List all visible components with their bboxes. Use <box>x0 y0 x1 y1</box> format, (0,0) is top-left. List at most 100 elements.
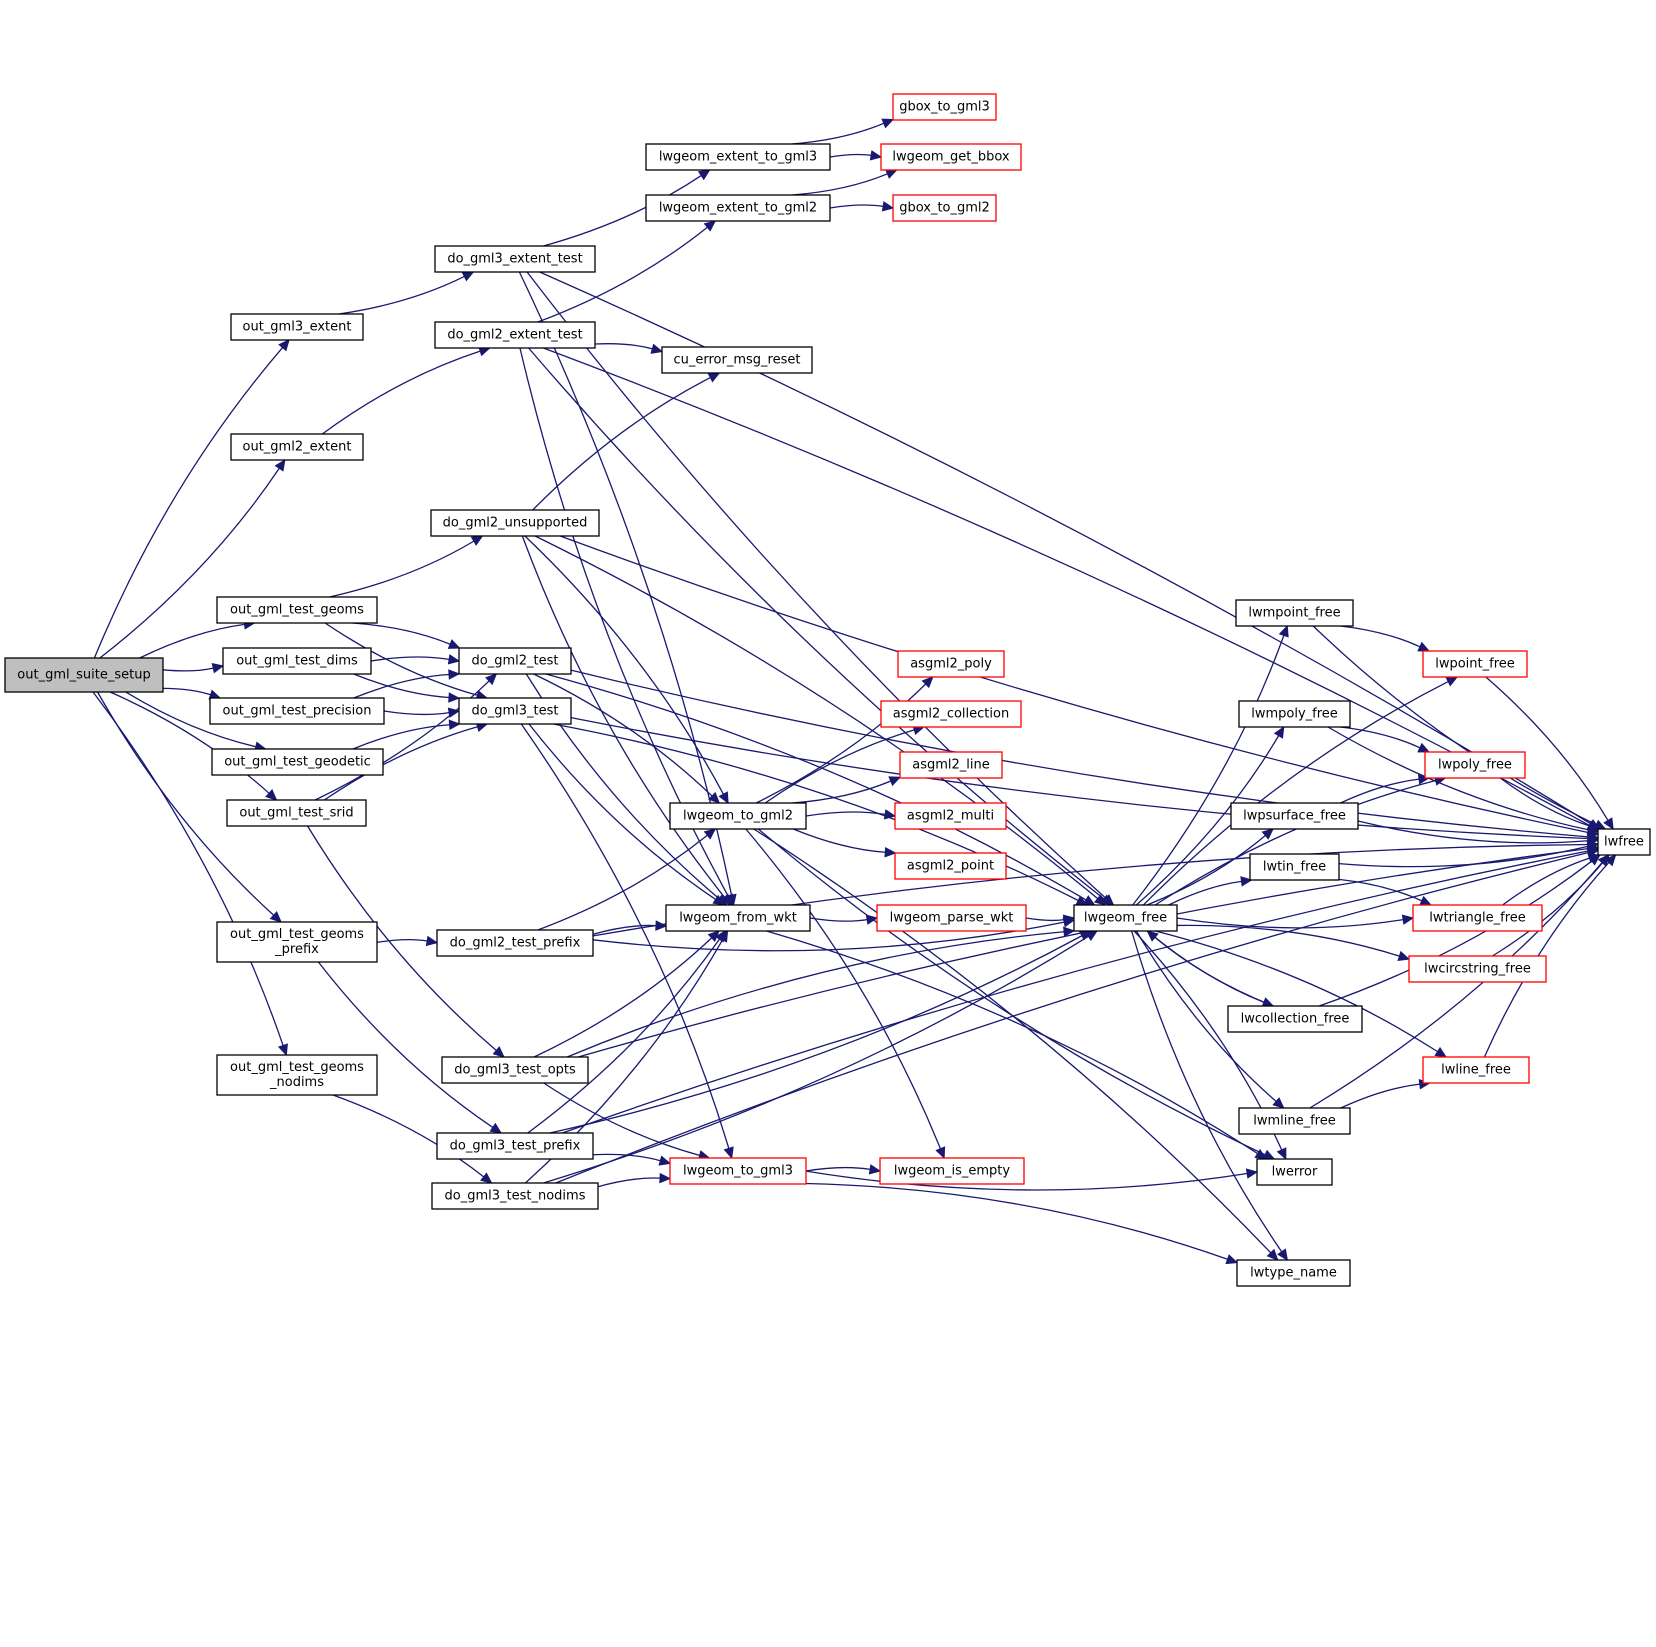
edge-do_gml3_test-to-lwgeom_to_gml3 <box>520 723 730 1149</box>
node-lwgeom-from-wkt[interactable]: lwgeom_from_wkt <box>665 904 811 932</box>
node-box <box>458 647 572 675</box>
node-lwgeom-get-bbox[interactable]: lwgeom_get_bbox <box>880 143 1022 171</box>
edge-lwcollection_free-to-lwfree <box>1318 860 1593 1007</box>
node-asgml2-poly[interactable]: asgml2_poly <box>897 650 1005 678</box>
node-asgml2-line[interactable]: asgml2_line <box>899 751 1003 779</box>
edge-do_gml2_unsupported-to-lwfree <box>559 535 1589 834</box>
edge-lwpsurface_free-to-lwfree <box>1357 820 1589 844</box>
node-lwtype-name[interactable]: lwtype_name <box>1236 1259 1351 1287</box>
edge-do_gml2_test_prefix-to-lwgeom_free <box>592 921 1065 952</box>
node-label: lwline_free <box>1441 1063 1511 1078</box>
node-do-gml3-test-nodims[interactable]: do_gml3_test_nodims <box>431 1182 599 1210</box>
edge-out_gml2_extent-to-do_gml2_extent_test <box>321 350 481 435</box>
node-do-gml3-test-prefix[interactable]: do_gml3_test_prefix <box>436 1132 594 1160</box>
arrowhead-icon <box>1604 854 1617 867</box>
node-box <box>209 697 385 725</box>
node-box <box>436 929 594 957</box>
edge-lwgeom_extent_to_gml2-to-lwgeom_get_bbox <box>792 173 888 196</box>
node-lwmline-free[interactable]: lwmline_free <box>1238 1107 1351 1135</box>
node-lwgeom-parse-wkt[interactable]: lwgeom_parse_wkt <box>876 904 1027 932</box>
node-box <box>876 904 1027 932</box>
node-do-gml2-unsupported[interactable]: do_gml2_unsupported <box>430 509 600 537</box>
node-out-gml2-extent[interactable]: out_gml2_extent <box>230 433 364 461</box>
arrowhead-icon <box>1587 853 1601 864</box>
node-lwgeom-to-gml3[interactable]: lwgeom_to_gml3 <box>669 1157 807 1185</box>
edge-lwgeom_to_gml2-to-asgml2_collection <box>764 729 915 804</box>
node-out-gml-test-geoms[interactable]: out_gml_test_geoms <box>216 596 378 624</box>
edge-out_gml_suite_setup-to-out_gml_test_geoms_nodims <box>92 691 284 1046</box>
edge-do_gml3_test-to-lwgeom_from_wkt <box>528 723 717 900</box>
node-out-gml-test-precision[interactable]: out_gml_test_precision <box>209 697 385 725</box>
node-asgml2-collection[interactable]: asgml2_collection <box>880 700 1022 728</box>
node-lwgeom-extent-to-gml2[interactable]: lwgeom_extent_to_gml2 <box>645 194 831 222</box>
edge-lwgeom_extent_to_gml3-to-gbox_to_gml3 <box>791 122 885 145</box>
node-lwpoly-free[interactable]: lwpoly_free <box>1424 751 1526 779</box>
edge-out_gml_test_geoms-to-do_gml2_test <box>352 622 451 645</box>
arrowhead-icon <box>869 150 883 161</box>
node-lwmpoint-free[interactable]: lwmpoint_free <box>1235 599 1354 627</box>
node-box <box>879 1157 1025 1185</box>
node-lwline-free[interactable]: lwline_free <box>1422 1056 1530 1084</box>
node-label: out_gml_test_geodetic <box>224 755 371 770</box>
node-lwcircstring-free[interactable]: lwcircstring_free <box>1408 955 1547 983</box>
node-do-gml3-extent-test[interactable]: do_gml3_extent_test <box>434 245 596 273</box>
node-lwtin-free[interactable]: lwtin_free <box>1249 853 1340 881</box>
edge-do_gml3_test-to-lwfree <box>570 716 1589 840</box>
node-out-gml-test-geoms-nodims[interactable]: out_gml_test_geoms_nodims <box>216 1054 378 1096</box>
node-label: do_gml3_test_opts <box>454 1063 576 1078</box>
arrowhead-icon <box>881 201 895 212</box>
node-out-gml-test-dims[interactable]: out_gml_test_dims <box>222 647 372 675</box>
node-lwgeom-extent-to-gml3[interactable]: lwgeom_extent_to_gml3 <box>645 143 831 171</box>
node-lwgeom-free[interactable]: lwgeom_free <box>1073 904 1178 932</box>
node-do-gml3-test[interactable]: do_gml3_test <box>458 697 572 725</box>
arrowhead-icon <box>708 791 721 804</box>
arrowhead-icon <box>1417 742 1431 753</box>
node-lwgeom-to-gml2[interactable]: lwgeom_to_gml2 <box>669 802 807 830</box>
edge-out_gml_test_geoms-to-do_gml3_test <box>324 622 478 696</box>
node-gbox-to-gml3[interactable]: gbox_to_gml3 <box>892 93 997 121</box>
node-out-gml-test-geoms-prefix[interactable]: out_gml_test_geoms_prefix <box>216 921 378 963</box>
node-box <box>434 321 596 349</box>
node-label: lwtype_name <box>1250 1266 1337 1281</box>
edge-do_gml2_test-to-lwgeom_free <box>545 673 1087 901</box>
node-cu-error-msg-reset[interactable]: cu_error_msg_reset <box>661 346 813 374</box>
node-box <box>669 802 807 830</box>
node-box <box>1073 904 1178 932</box>
node-do-gml3-test-opts[interactable]: do_gml3_test_opts <box>441 1056 589 1084</box>
edge-out_gml_test_dims-to-do_gml2_test <box>370 656 450 662</box>
node-gbox-to-gml2[interactable]: gbox_to_gml2 <box>892 194 997 222</box>
node-out-gml-test-srid[interactable]: out_gml_test_srid <box>226 799 367 827</box>
node-box <box>1236 1259 1351 1287</box>
node-do-gml2-test[interactable]: do_gml2_test <box>458 647 572 675</box>
node-lwerror[interactable]: lwerror <box>1256 1158 1333 1186</box>
edge-lwgeom_free-to-lwtype_name <box>1131 930 1283 1253</box>
edge-lwpoly_free-to-lwfree <box>1499 777 1590 827</box>
edge-lwgeom_free-to-lwpsurface_free <box>1146 834 1266 906</box>
node-out-gml3-extent[interactable]: out_gml3_extent <box>230 313 364 341</box>
node-label: do_gml3_test <box>472 704 559 719</box>
node-out-gml-suite-setup[interactable]: out_gml_suite_setup <box>4 657 164 693</box>
node-lwpsurface-free[interactable]: lwpsurface_free <box>1230 802 1359 830</box>
node-box <box>892 194 997 222</box>
node-box <box>1238 700 1351 728</box>
node-box <box>665 904 811 932</box>
edge-out_gml_test_precision-to-do_gml3_test <box>383 710 450 716</box>
node-lwfree[interactable]: lwfree <box>1597 828 1651 856</box>
arrowhead-icon <box>1240 876 1253 887</box>
node-label: lwmline_free <box>1253 1114 1336 1129</box>
node-lwtriangle-free[interactable]: lwtriangle_free <box>1412 904 1543 932</box>
node-asgml2-point[interactable]: asgml2_point <box>894 852 1007 880</box>
node-lwgeom-is-empty[interactable]: lwgeom_is_empty <box>879 1157 1025 1185</box>
node-lwpoint-free[interactable]: lwpoint_free <box>1422 650 1528 678</box>
node-do-gml2-extent-test[interactable]: do_gml2_extent_test <box>434 321 596 349</box>
node-box <box>458 697 572 725</box>
edge-do_gml3_test_opts-to-lwgeom_from_wkt <box>533 937 713 1058</box>
node-lwmpoly-free[interactable]: lwmpoly_free <box>1238 700 1351 728</box>
arrowhead-icon <box>1254 1148 1268 1160</box>
node-box <box>441 1056 589 1084</box>
node-lwcollection-free[interactable]: lwcollection_free <box>1227 1005 1363 1033</box>
node-out-gml-test-geodetic[interactable]: out_gml_test_geodetic <box>211 748 384 776</box>
node-box <box>431 1182 599 1210</box>
node-asgml2-multi[interactable]: asgml2_multi <box>894 802 1007 830</box>
node-do-gml2-test-prefix[interactable]: do_gml2_test_prefix <box>436 929 594 957</box>
